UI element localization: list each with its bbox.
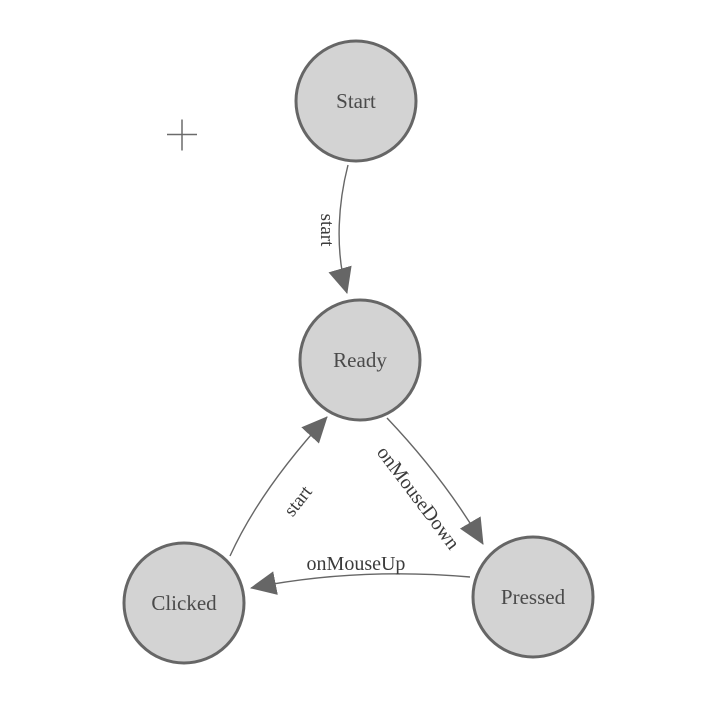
transition-edge-clicked-to-ready[interactable] bbox=[229, 416, 328, 557]
state-circle-start[interactable] bbox=[294, 39, 418, 163]
state-node-ready[interactable]: Ready bbox=[298, 298, 422, 422]
transition-edge-start-to-ready[interactable] bbox=[328, 164, 352, 294]
state-circle-clicked[interactable] bbox=[122, 541, 246, 665]
transition-edge-pressed-to-clicked[interactable] bbox=[250, 571, 471, 595]
transition-label-ready-to-pressed[interactable]: onMouseDown bbox=[372, 442, 464, 554]
transition-label-start-to-ready[interactable]: start bbox=[316, 214, 337, 247]
transition-edge-ready-to-pressed[interactable] bbox=[386, 417, 484, 545]
transition-label-clicked-to-ready[interactable]: start bbox=[280, 481, 317, 520]
state-node-pressed[interactable]: Pressed bbox=[471, 535, 595, 659]
transition-label-pressed-to-clicked[interactable]: onMouseUp bbox=[307, 553, 406, 575]
origin-cross-icon bbox=[167, 119, 197, 151]
state-circle-ready[interactable] bbox=[298, 298, 422, 422]
state-node-start[interactable]: Start bbox=[294, 39, 418, 163]
state-circle-pressed[interactable] bbox=[471, 535, 595, 659]
state-node-clicked[interactable]: Clicked bbox=[122, 541, 246, 665]
